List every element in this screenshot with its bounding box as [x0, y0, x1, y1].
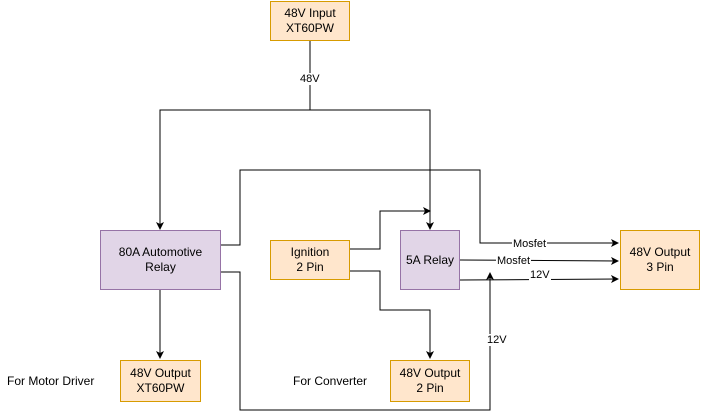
- edge-input-to-auto-relay: [156, 109, 310, 230]
- output-48v-2pin-box: 48V Output 2 Pin: [390, 360, 470, 402]
- out2-line2: 2 Pin: [416, 381, 444, 395]
- out2-line1: 48V Output: [399, 366, 461, 380]
- out3-line2: 3 Pin: [646, 260, 674, 274]
- edge-auto-relay-12v-loop: [221, 271, 494, 411]
- caption-for-converter: For Converter: [293, 374, 368, 388]
- edge-auto-relay-mosfet: [221, 169, 619, 247]
- edge-label-12v-vertical: 12V: [486, 334, 508, 346]
- auto-relay-line1: 80A Automotive: [118, 245, 203, 259]
- ignition-2pin-box: Ignition 2 Pin: [270, 240, 350, 280]
- ignition-line1: Ignition: [290, 245, 330, 259]
- ignition-line2: 2 Pin: [296, 260, 324, 274]
- edge-label-12v-right: 12V: [529, 269, 551, 281]
- edge-label-mosfet-top: Mosfet: [512, 238, 548, 250]
- out3-line1: 48V Output: [629, 245, 691, 259]
- edge-5a-relay-mosfet: [459, 256, 619, 265]
- input-48v-xt60pw-box: 48V Input XT60PW: [270, 1, 350, 41]
- input-box-line1: 48V Input: [284, 6, 336, 20]
- output-48v-xt60pw-box: 48V Output XT60PW: [120, 360, 201, 402]
- edge-label-mosfet-mid: Mosfet: [496, 255, 532, 267]
- input-box-line2: XT60PW: [285, 21, 334, 35]
- automotive-relay-80a-box: 80A Automotive Relay: [100, 230, 221, 290]
- edge-label-48v: 48V: [299, 73, 321, 85]
- edge-ignition-to-2pin-output: [350, 270, 434, 359]
- relay-5a-box: 5A Relay: [400, 230, 460, 290]
- edge-input-to-5a-relay: [310, 109, 434, 230]
- caption-for-motor-driver: For Motor Driver: [7, 374, 95, 388]
- out-motor-line2: XT60PW: [136, 381, 185, 395]
- edge-ignition-to-5a-relay: [350, 207, 431, 250]
- relay-5a-label: 5A Relay: [405, 252, 455, 267]
- output-48v-3pin-box: 48V Output 3 Pin: [620, 230, 700, 290]
- out-motor-line1: 48V Output: [130, 366, 191, 380]
- auto-relay-line2: Relay: [145, 260, 176, 274]
